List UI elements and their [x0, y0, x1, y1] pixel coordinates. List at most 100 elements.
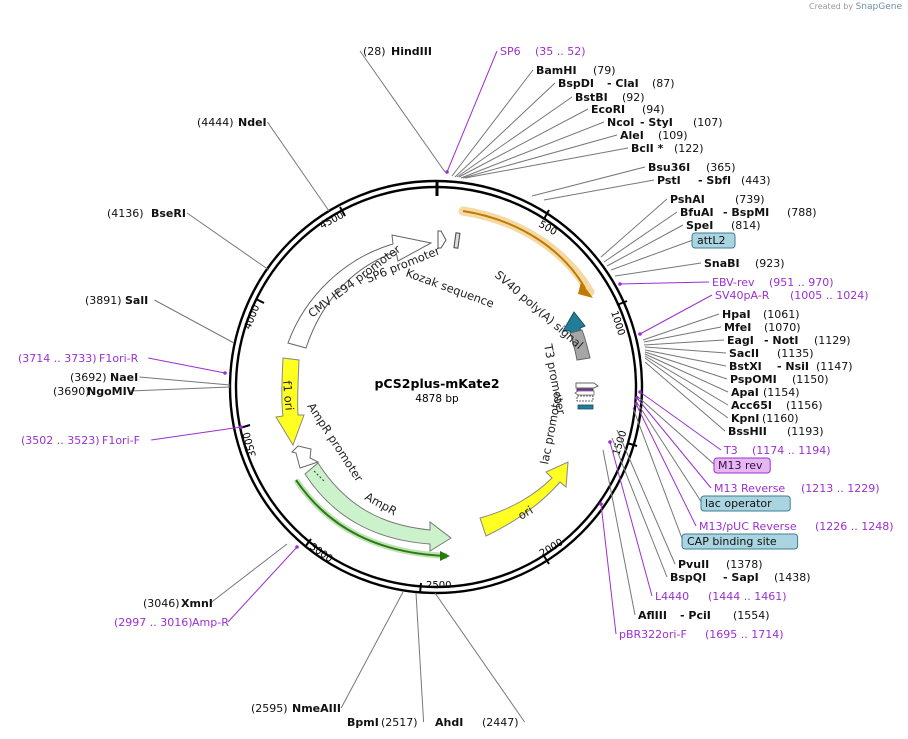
label-part: BamHI: [536, 64, 577, 77]
tick-label: 2500: [426, 580, 451, 591]
label-part: XmnI: [181, 597, 213, 610]
primer-site-marker: [239, 425, 243, 429]
sv40-polya-arrowhead: [578, 282, 593, 298]
feature-label: CMV IE94 promoter: [305, 242, 403, 321]
label-part: (1444 .. 1461): [708, 590, 787, 603]
primer-label: (3714 .. 3733)F1ori-R: [18, 352, 139, 365]
label-part: NdeI: [238, 116, 267, 129]
label-part: ApaI: [731, 386, 759, 399]
enzyme-site-label: AleI(109): [620, 129, 688, 142]
ampr-promoter-arrow: [291, 445, 320, 469]
label-part: - StyI: [640, 116, 673, 129]
feature-box-label: lac operator: [700, 495, 791, 512]
feature-label: ori: [515, 503, 535, 523]
site-leader-line: [543, 179, 655, 201]
primer-label: L4440 (1444 .. 1461): [655, 590, 787, 603]
site-leader-line: [454, 82, 556, 178]
label-part: (79): [593, 64, 616, 77]
primer-site-marker: [223, 371, 227, 375]
label-part: PspOMI: [730, 373, 777, 386]
label-part: (4444): [197, 116, 234, 129]
label-part: BpmI: [347, 716, 379, 729]
primer-leader-line: [635, 403, 697, 527]
label-part: - NsiI: [777, 360, 809, 373]
cap-site-mark: [577, 404, 594, 410]
enzyme-site-label: BpmI(2517): [347, 716, 418, 729]
enzyme-site-label: BstXI- NsiI(1147): [729, 360, 853, 373]
site-leader-line: [644, 355, 729, 406]
ampr-arrowhead: [440, 551, 450, 561]
enzyme-site-label: PspOMI(1150): [730, 373, 829, 386]
site-leader-line: [460, 121, 605, 179]
site-leader-line: [611, 437, 668, 578]
label-part: (1695 .. 1714): [705, 628, 784, 641]
enzyme-site-label: (3046)XmnI: [143, 597, 213, 610]
label-part: BclI *: [631, 142, 664, 155]
primer-label: M13/pUC Reverse(1226 .. 1248): [699, 520, 894, 533]
label-part: M13 rev: [718, 459, 763, 472]
label-part: - ClaI: [607, 77, 639, 90]
site-leader-line: [632, 407, 684, 542]
tick-label: 3500: [242, 431, 259, 458]
site-leader-line: [644, 357, 729, 419]
enzyme-site-label: BspQI- SapI(1438): [670, 571, 811, 584]
enzyme-site-label: (2595) NmeAIII: [251, 702, 341, 715]
tick-label: 4500: [318, 210, 346, 232]
label-part: (1160): [762, 412, 799, 425]
site-leader-line: [462, 134, 618, 179]
site-leader-line: [210, 543, 288, 604]
label-part: (3046): [143, 597, 180, 610]
site-leader-line: [636, 395, 716, 466]
label-part: (4136): [107, 207, 144, 220]
label-part: (2595): [251, 702, 288, 715]
label-part: (3502 .. 3523): [21, 434, 100, 447]
site-markers: [223, 170, 642, 549]
site-leader-line: [614, 262, 702, 277]
primer-leader-line: [639, 294, 713, 335]
label-part: - SapI: [723, 571, 759, 584]
label-part: T3: [723, 444, 738, 457]
label-part: L4440: [655, 590, 689, 603]
enzyme-site-label: AflIII- PciI(1554): [638, 609, 770, 622]
label-part: AleI: [620, 129, 644, 142]
label-box: [691, 232, 736, 249]
label-part: (1129): [814, 334, 851, 347]
primer-site-marker: [445, 170, 449, 174]
site-leader-line: [643, 326, 722, 343]
label-part: PvuII: [678, 558, 709, 571]
label-part: (35 .. 52): [535, 45, 586, 58]
label-part: SP6: [500, 45, 521, 58]
site-leader-line: [451, 69, 534, 177]
label-part: Acc65I: [731, 399, 772, 412]
label-part: AflIII: [638, 609, 667, 622]
label-part: EagI: [727, 334, 754, 347]
site-leader-line: [602, 449, 636, 616]
label-part: (3690): [53, 385, 90, 398]
label-part: - BspMI: [723, 206, 769, 219]
label-part: (788): [787, 206, 817, 219]
kozak-mark: [453, 232, 461, 249]
enzyme-site-label: PshAI(739): [670, 193, 765, 206]
label-part: pBR322ori-F: [619, 628, 687, 641]
primer-leader-line: [639, 391, 722, 451]
site-leader-line: [139, 376, 231, 386]
enzyme-site-label: NcoI- StyI(107): [607, 116, 723, 129]
label-part: PstI: [657, 174, 681, 187]
primer-label: T3(1174 .. 1194): [723, 444, 831, 457]
label-part: (1378): [726, 558, 763, 571]
site-leader-line: [456, 96, 573, 178]
primer-site-marker: [638, 332, 642, 336]
feature-label: lac promoter: [537, 390, 565, 465]
primer-site-marker: [634, 402, 638, 406]
primer-leader-line: [148, 357, 226, 374]
label-part: (365): [706, 161, 736, 174]
label-part: NmeAIII: [292, 702, 341, 715]
label-part: - PciI: [680, 609, 711, 622]
site-leader-line: [340, 591, 404, 709]
leader-lines: [129, 50, 729, 723]
enzyme-site-label: BamHI (79): [536, 64, 616, 77]
ori-arrow: [479, 461, 569, 537]
label-part: (1226 .. 1248): [815, 520, 894, 533]
enzyme-site-label: Acc65I(1156): [731, 399, 823, 412]
enzyme-site-label: (3690)NgoMIV: [53, 385, 136, 398]
